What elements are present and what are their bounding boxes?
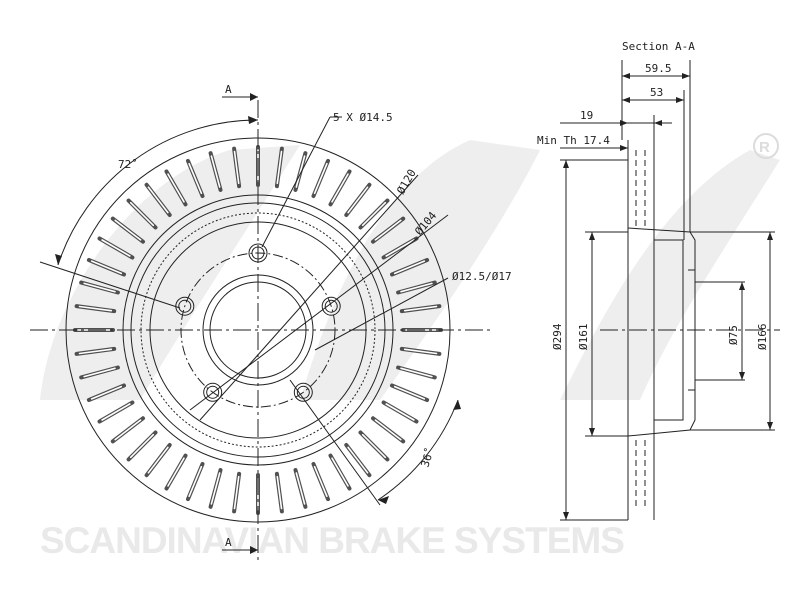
angle-36-arc [377,399,459,501]
pcd-104-leader [189,214,449,411]
vent-slot-inner [276,475,283,510]
vent-slot-inner [347,186,369,214]
bolt-hole-inner [206,385,220,399]
arrow-bottom [250,546,258,554]
vent-slot-inner [83,367,116,378]
vent-slot-inner [233,475,240,510]
hat-serration [140,212,376,448]
vent-slot-inner [129,433,155,459]
dia-hat-label: Ø161 [577,324,590,351]
bolt-hole-inner [178,299,192,313]
vent-slot-inner [374,219,402,241]
vent-slot-inner [361,433,387,459]
width-hub-label: 53 [650,86,663,99]
vent-slot-inner [403,348,438,355]
vent-slot-inner [101,239,131,257]
registered-mark: R [753,133,779,159]
vent-slot-inner [78,348,113,355]
vent-slot-inner [233,150,240,185]
front-arrows [55,93,461,554]
bolt-hole-outer [293,382,313,402]
vent-slot-inner [167,457,185,487]
vent-slot-inner [295,155,306,188]
vent-slot-inner [347,446,369,474]
angle-36-label: 36˚ [418,446,437,469]
sbs-logo-watermark [40,140,780,400]
bolt-hole-inner [324,299,338,313]
vent-slot-inner [147,186,169,214]
section-mark-top: A [225,83,232,96]
section-mark-bottom: A [225,536,232,549]
min-thickness-label: Min Th 17.4 [537,134,610,147]
front-view [30,96,490,560]
width-overall-label: 59.5 [645,62,672,75]
svg-text:R: R [759,139,770,156]
vent-slot-inner [295,472,306,505]
hole-dia-leader [314,277,449,351]
vent-slot-inner [393,385,426,400]
vent-slot-inner [276,150,283,185]
vent-slot-inner [78,305,113,312]
bolt-hole-outer [321,296,341,316]
vent-slot-inner [210,472,221,505]
vent-slot-inner [167,173,185,203]
vent-slot-inner [385,239,415,257]
bolt-hole-outer [203,382,223,402]
vent-slot-inner [114,219,142,241]
vent-slot-inner [147,446,169,474]
vent-slot-inner [313,162,328,195]
vent-slot-inner [400,282,433,293]
dia-hub-label: Ø166 [756,324,769,351]
section-view [560,60,780,521]
dia-outer-label: Ø294 [551,323,564,350]
arrow-top [250,93,258,101]
vent-slot-inner [90,385,123,400]
pcd-120-leader [199,174,419,421]
vent-slot-inner [210,155,221,188]
vent-slot-inner [114,419,142,441]
vent-slot-inner [331,173,349,203]
angle-72-arc [57,119,259,266]
vent-slot-inner [129,201,155,227]
angle-72-extension [39,261,181,309]
vent-slot-inner [90,260,123,275]
angle-72-label: 72˚ [118,158,138,171]
vent-slot-inner [403,305,438,312]
vent-slot-inner [313,465,328,498]
section-arrows [563,73,773,520]
brand-watermark-text: SCANDINAVIAN BRAKE SYSTEMS [40,520,624,561]
vent-slot-inner [393,260,426,275]
vent-slot-inner [385,403,415,421]
vent-slot-inner [188,162,203,195]
thickness-label: 19 [580,109,593,122]
angle-36-extension [289,379,381,506]
hole-dia-label: Ø12.5/Ø17 [452,270,512,283]
bolt-pattern-label: 5 X Ø14.5 [333,111,393,124]
section-title: Section A-A [622,40,695,53]
vent-slot-inner [83,282,116,293]
dia-center-label: Ø75 [727,325,740,345]
vent-slot-inner [361,201,387,227]
vent-slot-inner [331,457,349,487]
vent-slot-inner [101,403,131,421]
vent-slot-inner [188,465,203,498]
bolt-pattern-leader [261,116,331,248]
vent-slot-inner [400,367,433,378]
vent-slot-inner [374,419,402,441]
